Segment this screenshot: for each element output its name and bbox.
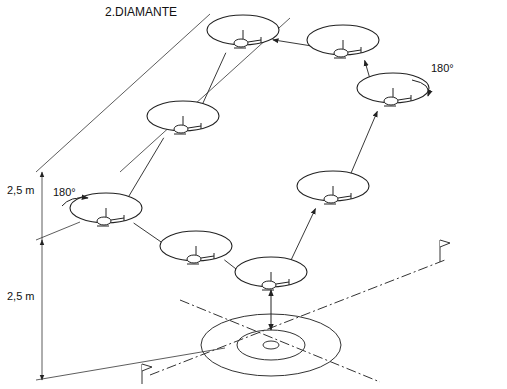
vertical-arrow	[271, 290, 272, 330]
helicopter	[147, 101, 219, 134]
helicopter	[207, 15, 279, 48]
helicopters	[70, 15, 429, 290]
flag	[142, 240, 450, 384]
helicopter	[160, 231, 232, 264]
path-arrow	[125, 138, 163, 202]
path-arrow	[200, 53, 226, 109]
rotation-label: 180°	[430, 62, 455, 74]
flight-path	[125, 40, 377, 274]
path-arrow	[289, 209, 316, 266]
dimension-label: 2,5 m	[6, 184, 36, 196]
helicopter	[357, 73, 429, 106]
rotation-label: 180°	[52, 186, 77, 198]
helicopter	[297, 171, 369, 204]
helicopter	[235, 257, 307, 290]
dimension-lines	[36, 14, 290, 380]
dimension-label: 2,5 m	[6, 290, 36, 302]
rotation-arrow	[62, 80, 429, 206]
title: 2.DIAMANTE	[104, 6, 178, 19]
path-arrow	[349, 111, 378, 178]
helicopter	[307, 25, 379, 58]
